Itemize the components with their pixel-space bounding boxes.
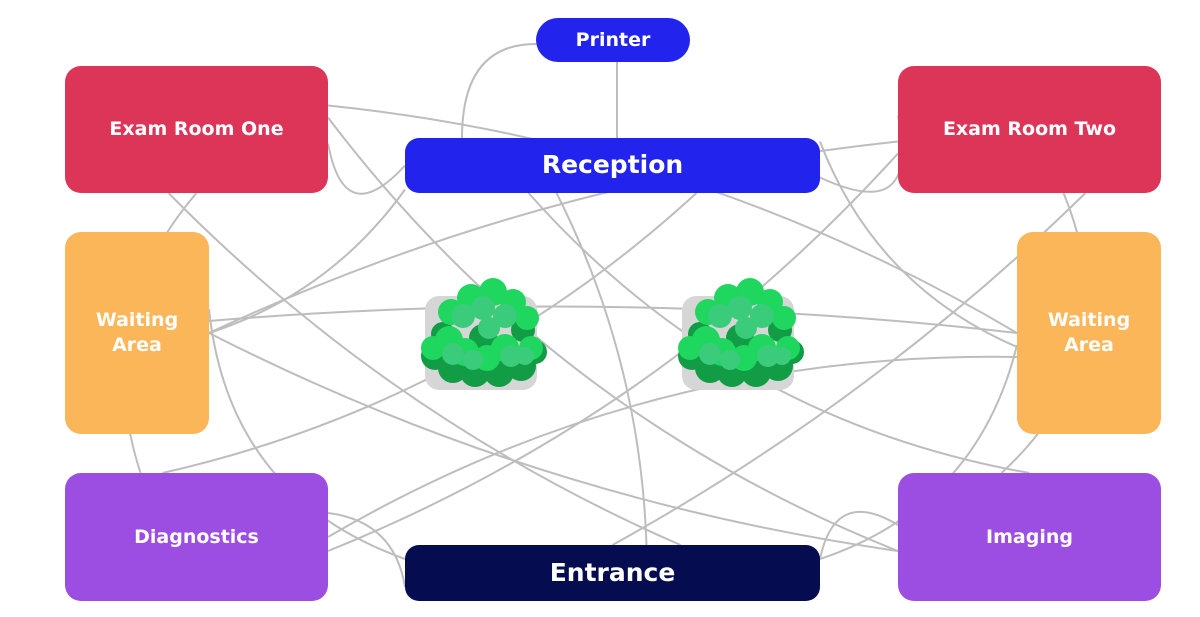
exam-room-one-label: Exam Room One: [109, 118, 284, 141]
edge-waiting-area-left-to-entrance: [208, 308, 406, 560]
edge-waiting-area-left-to-waiting-area-right: [208, 305, 1018, 334]
edge-reception-to-entrance: [555, 192, 648, 546]
edge-printer-to-reception: [461, 43, 537, 139]
exam-room-one-node[interactable]: Exam Room One: [65, 66, 328, 193]
printer-node[interactable]: Printer: [536, 18, 690, 62]
edge-exam-room-two-to-diagnostics: [327, 152, 899, 552]
plant-right-icon: [678, 278, 804, 390]
edge-reception-to-exam-room-one: [327, 143, 406, 195]
edge-waiting-area-right-to-diagnostics: [327, 355, 1018, 538]
plant-left-icon: [421, 278, 547, 390]
edge-waiting-area-left-to-imaging: [208, 332, 899, 552]
imaging-node[interactable]: Imaging: [898, 473, 1161, 601]
waiting-area-left-node[interactable]: Waiting Area: [65, 232, 209, 434]
printer-label: Printer: [575, 28, 651, 51]
waiting-area-right-node[interactable]: Waiting Area: [1017, 232, 1161, 434]
waiting-area-right-label: Waiting Area: [1047, 309, 1131, 356]
edge-exam-room-one-to-imaging: [327, 116, 899, 552]
edge-reception-to-waiting-area-left: [208, 188, 406, 334]
imaging-label: Imaging: [986, 525, 1073, 548]
edge-exam-room-one-to-entrance: [167, 192, 681, 546]
diagnostics-label: Diagnostics: [134, 525, 259, 548]
diagnostics-node[interactable]: Diagnostics: [65, 473, 328, 601]
exam-room-two-node[interactable]: Exam Room Two: [898, 66, 1161, 193]
entrance-node[interactable]: Entrance: [405, 545, 820, 601]
waiting-area-left-label: Waiting Area: [95, 309, 179, 356]
edge-reception-to-exam-room-two: [819, 115, 904, 193]
reception-label: Reception: [541, 150, 684, 180]
reception-node[interactable]: Reception: [405, 138, 820, 193]
exam-room-two-label: Exam Room Two: [942, 118, 1117, 141]
edge-diagnostics-to-entrance: [327, 512, 406, 588]
edge-imaging-to-entrance: [819, 510, 899, 560]
entrance-label: Entrance: [549, 557, 676, 587]
